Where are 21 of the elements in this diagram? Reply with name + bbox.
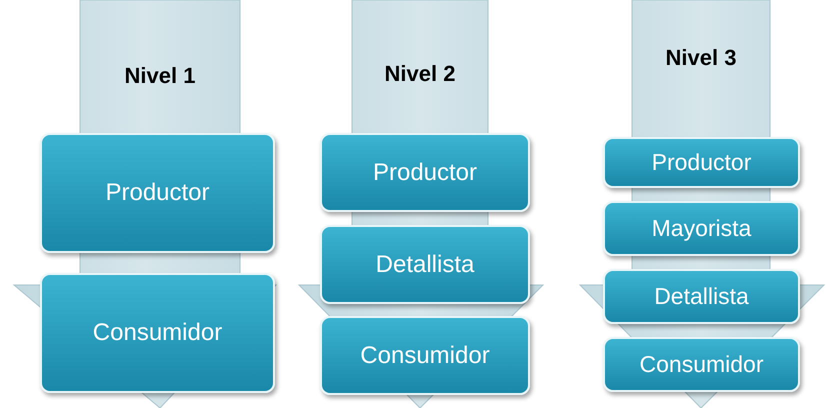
list-box (320, 133, 530, 212)
list-box (320, 316, 530, 395)
box-label: Consumidor (360, 340, 490, 370)
list-box (40, 133, 275, 253)
box-label: Productor (372, 158, 478, 188)
box-label: Mayorista (652, 214, 752, 243)
box-label: Detallista (376, 250, 474, 280)
box-label: Consumidor (640, 350, 764, 379)
level-heading: Nivel 1 (124, 62, 196, 90)
box-label: Productor (652, 148, 752, 177)
list-box (320, 225, 530, 304)
box-label: Productor (105, 178, 210, 208)
list-box (40, 273, 275, 393)
list-box (603, 137, 800, 188)
level-heading: Nivel 2 (384, 60, 456, 88)
box-label: Detallista (654, 282, 749, 311)
box-label: Consumidor (92, 318, 222, 348)
list-box (603, 337, 800, 392)
list-box (603, 269, 800, 324)
list-box (603, 201, 800, 256)
level-heading: Nivel 3 (664, 44, 738, 72)
